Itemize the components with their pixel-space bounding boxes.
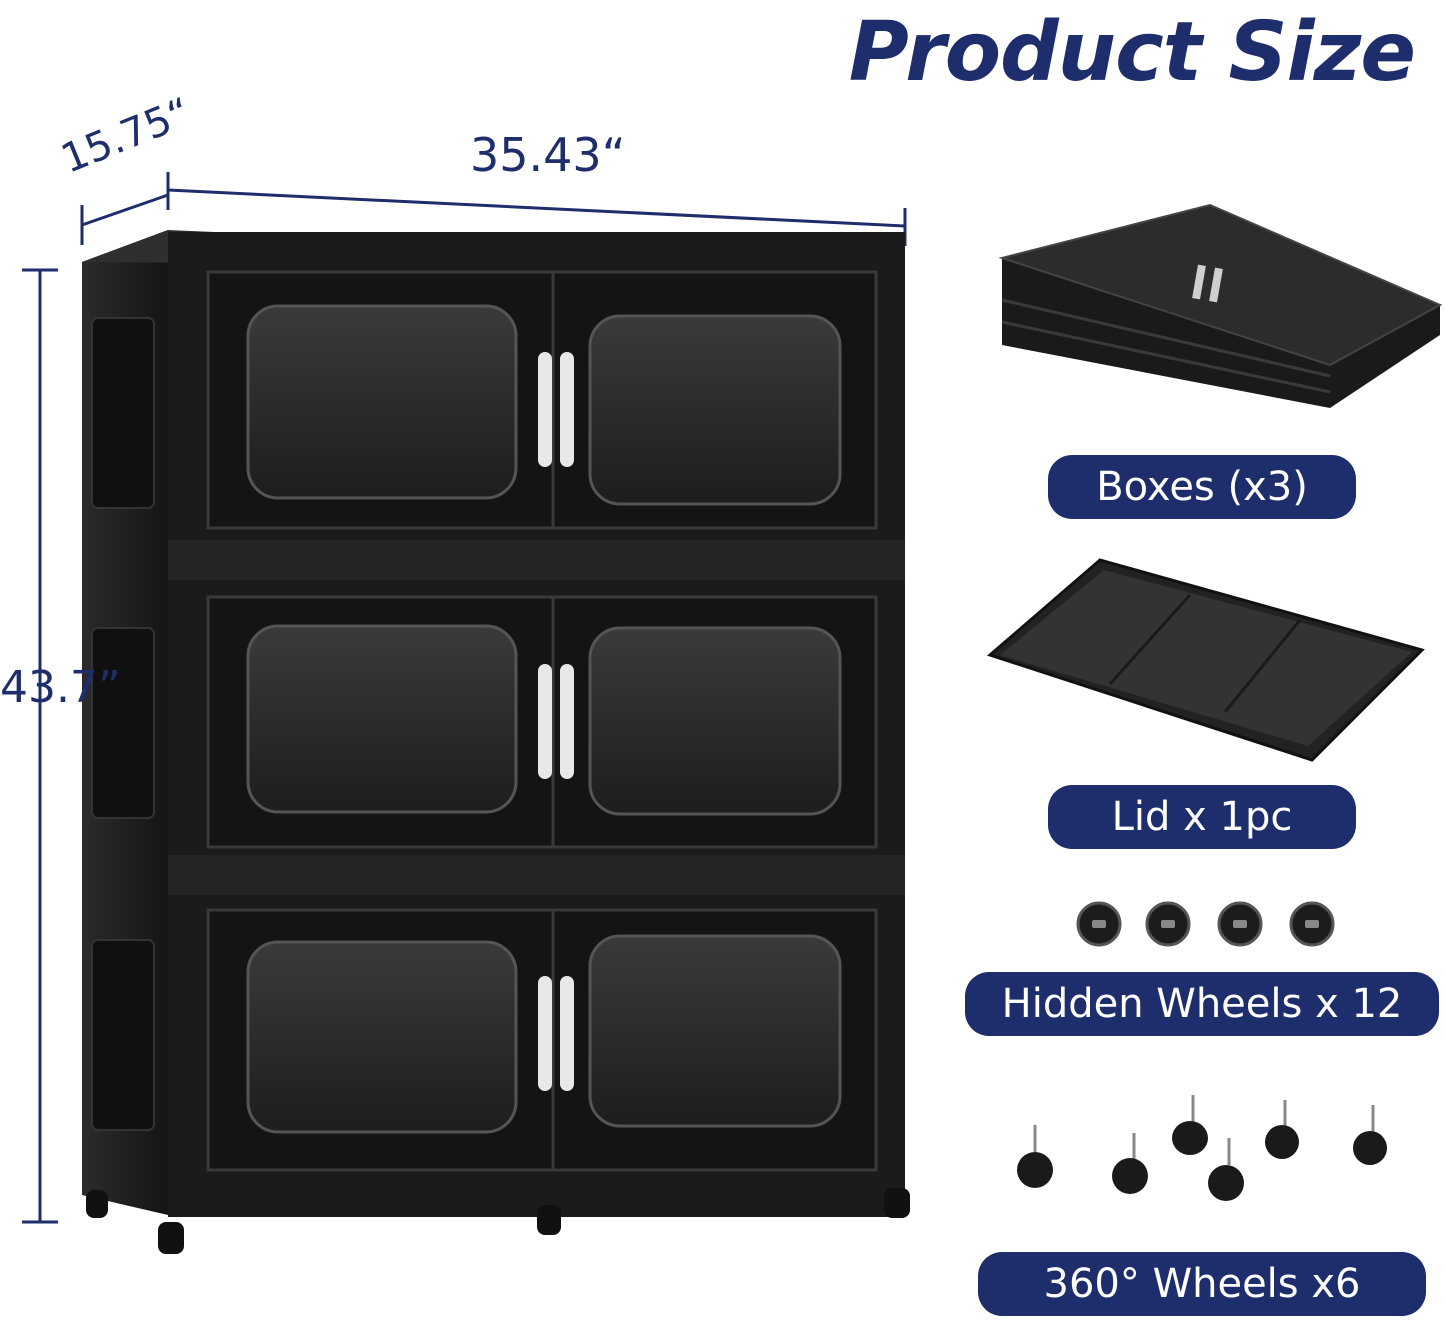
- hidden-wheel-icon: [1076, 901, 1335, 947]
- hidden-wheels-label: Hidden Wheels x 12: [965, 972, 1439, 1036]
- lid-illustration: [987, 558, 1425, 762]
- boxes-label: Boxes (x3): [1048, 455, 1356, 519]
- dimension-lines: [22, 172, 907, 1224]
- folded-boxes-illustration: [998, 203, 1443, 408]
- page-title: Product Size: [848, 5, 1416, 100]
- caster-wheel-icon: [1017, 1095, 1387, 1201]
- swivel-wheels-label: 360° Wheels x6: [978, 1252, 1426, 1316]
- width-dimension-label: 35.43“: [470, 128, 626, 182]
- height-dimension-label: 43.7”: [0, 662, 121, 713]
- cabinet-illustration: [82, 230, 910, 1254]
- lid-label: Lid x 1pc: [1048, 785, 1356, 849]
